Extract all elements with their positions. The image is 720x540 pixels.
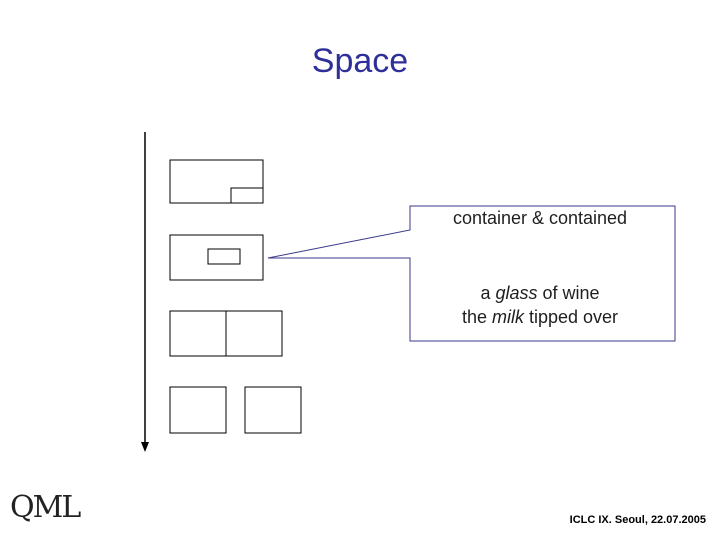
example-text: the (461, 307, 492, 327)
callout-example-glass: a glass of wine (410, 283, 670, 304)
example-emphasis: glass (495, 283, 538, 303)
callout-example-milk: the milk tipped over (410, 307, 670, 328)
qml-logo: QML (10, 490, 81, 525)
example-emphasis: milk (491, 307, 524, 327)
separate-boxes-icon (169, 386, 302, 434)
callout-box (267, 205, 676, 342)
example-text: a (480, 283, 496, 303)
example-text: tipped over (523, 307, 619, 327)
example-text: of wine (537, 283, 600, 303)
center-contained-icon (169, 234, 264, 281)
down-arrow-icon (141, 132, 149, 452)
corner-contained-icon (169, 159, 264, 204)
callout-heading: container & contained (452, 208, 628, 228)
slide-title: Space (311, 42, 409, 80)
slide-footer: ICLC IX. Seoul, 22.07.2005 (569, 514, 706, 526)
adjacent-boxes-icon (169, 310, 283, 357)
